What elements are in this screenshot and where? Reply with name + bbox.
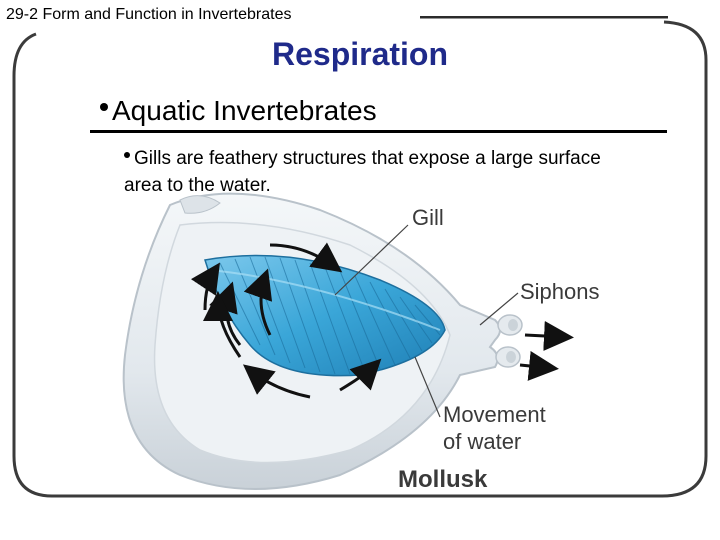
figure-caption: Mollusk <box>398 466 488 493</box>
siphons <box>495 314 523 368</box>
bullet-main-text: Aquatic Invertebrates <box>112 95 377 126</box>
label-siphons: Siphons <box>520 279 600 304</box>
label-gill: Gill <box>412 205 444 230</box>
bullet-sub-text: Gills are feathery structures that expos… <box>124 148 601 196</box>
section-header: 29-2 Form and Function in Invertebrates <box>6 6 292 23</box>
slide-title: Respiration <box>271 36 449 72</box>
label-movement-line1: Movement <box>443 402 546 427</box>
bullet-underline <box>90 130 667 133</box>
bullet-dot <box>124 151 130 158</box>
bullet-dot <box>100 102 108 111</box>
water-flow-arrows <box>190 242 574 399</box>
label-movement-line2: of water <box>443 429 521 454</box>
bullet-sub: Gills are feathery structures that expos… <box>124 145 644 199</box>
bullet-main: Aquatic Invertebrates <box>100 95 377 127</box>
mollusk-diagram: Gill Siphons Movement of water Mollusk <box>122 192 600 493</box>
slide-frame <box>12 16 708 498</box>
